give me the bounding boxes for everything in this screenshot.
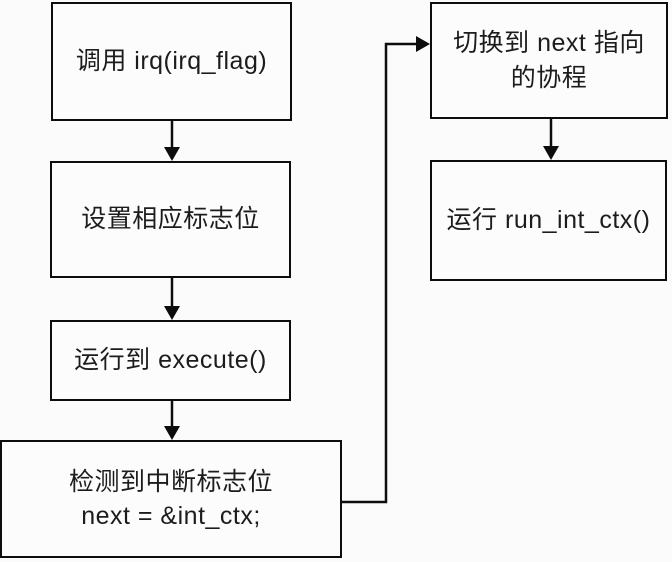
- arrow-call-irq-to-set-flag: [164, 120, 180, 161]
- node-detect-flag-line1: 检测到中断标志位: [68, 467, 273, 496]
- node-call-irq-label: 调用 irq(irq_flag): [75, 47, 268, 76]
- arrow-set-flag-to-run-execute: [164, 277, 180, 320]
- arrow-run-execute-to-detect-flag: [164, 400, 180, 440]
- node-run-int-ctx-label: 运行 run_int_ctx(): [446, 206, 651, 235]
- arrow-detect-flag-to-switch-next: [341, 36, 430, 504]
- node-detect-flag: 检测到中断标志位 next = &int_ctx;: [0, 440, 342, 558]
- node-run-int-ctx: 运行 run_int_ctx(): [430, 160, 667, 281]
- arrow-switch-next-to-run-int-ctx: [543, 118, 559, 160]
- node-detect-flag-line2: next = &int_ctx;: [81, 502, 261, 530]
- node-run-execute-label: 运行到 execute(): [74, 346, 267, 375]
- node-switch-next: 切换到 next 指向 的协程: [430, 2, 668, 119]
- node-switch-next-line1: 切换到 next 指向: [453, 29, 645, 57]
- node-switch-next-line2: 的协程: [510, 63, 588, 92]
- node-run-execute: 运行到 execute(): [50, 320, 291, 401]
- node-call-irq: 调用 irq(irq_flag): [51, 2, 292, 121]
- node-set-flag-label: 设置相应标志位: [81, 205, 260, 234]
- node-set-flag: 设置相应标志位: [50, 161, 291, 278]
